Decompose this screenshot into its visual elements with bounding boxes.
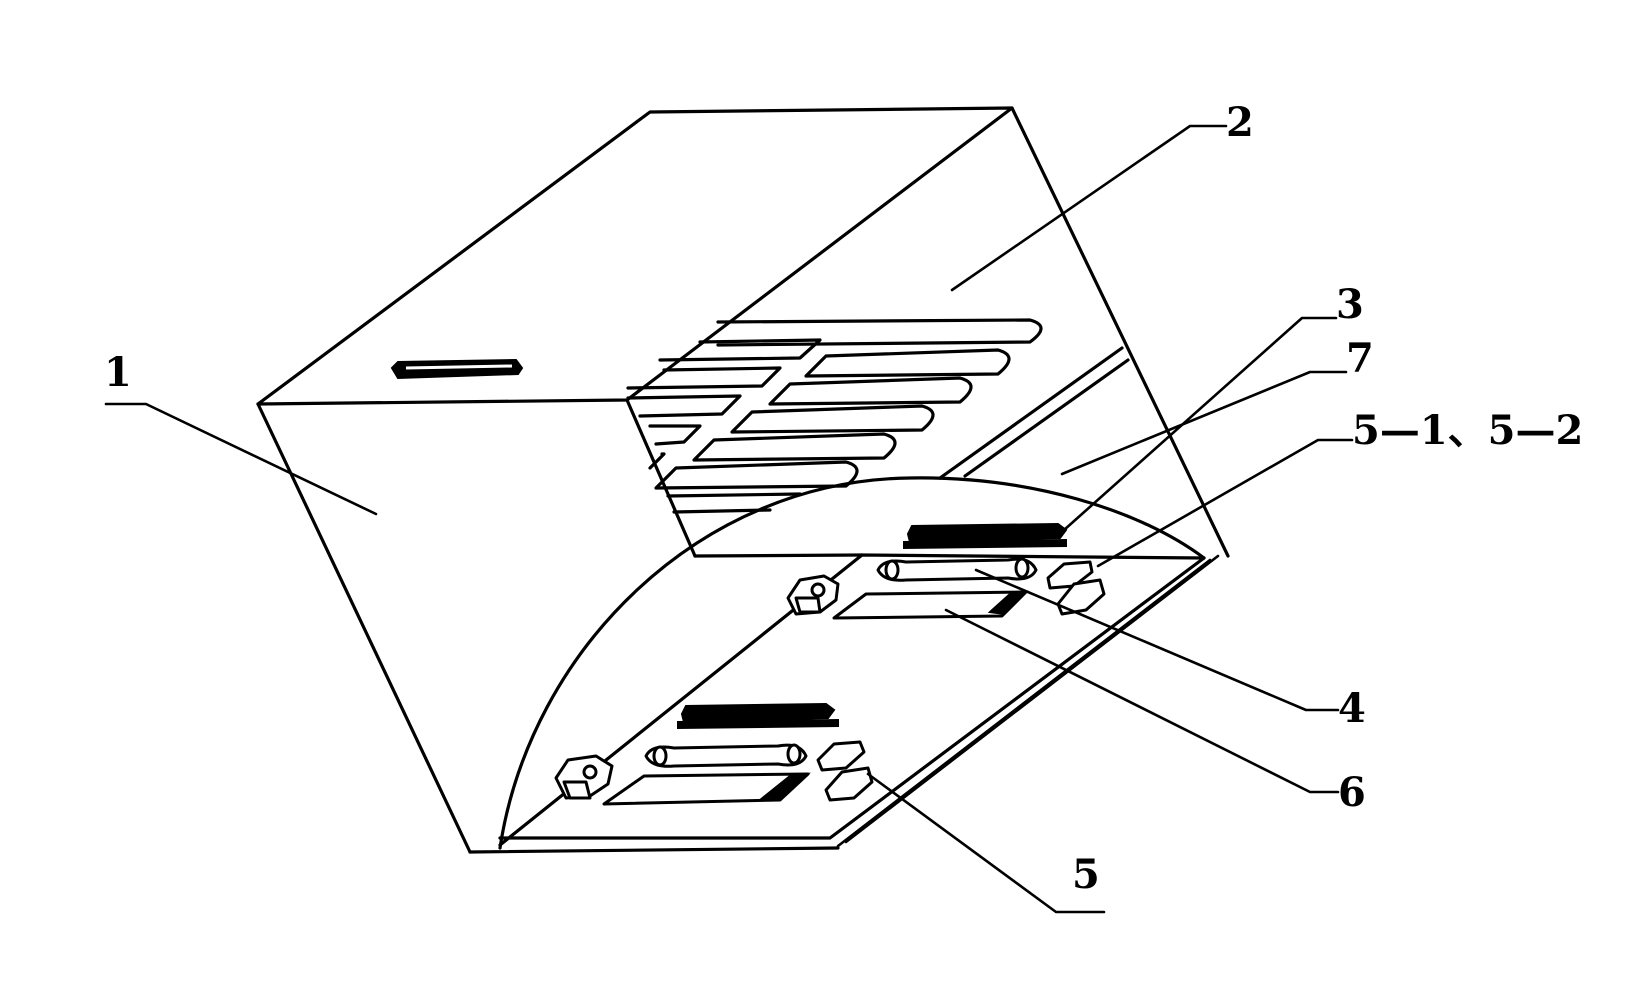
- label-1: 1: [104, 349, 132, 396]
- side-rails: [938, 346, 1130, 480]
- upper-components: [786, 522, 1106, 620]
- callout-labels: 1 2 3 7 5—1、5—2 4 6 5: [104, 99, 1583, 898]
- arc-door: [498, 476, 1206, 850]
- label-7: 7: [1346, 335, 1374, 382]
- housing-outline: [256, 106, 1230, 854]
- lower-components: [554, 702, 874, 806]
- label-3: 3: [1336, 281, 1364, 328]
- base-plate: [498, 553, 1220, 848]
- label-4: 4: [1338, 685, 1366, 732]
- label-2: 2: [1226, 99, 1254, 146]
- top-handle: [390, 358, 524, 380]
- leader-lines: [104, 124, 1354, 914]
- vent-slots: [626, 318, 1043, 514]
- label-5: 5: [1072, 851, 1100, 898]
- label-6: 6: [1338, 769, 1366, 816]
- label-5-1-5-2: 5—1、5—2: [1352, 407, 1583, 454]
